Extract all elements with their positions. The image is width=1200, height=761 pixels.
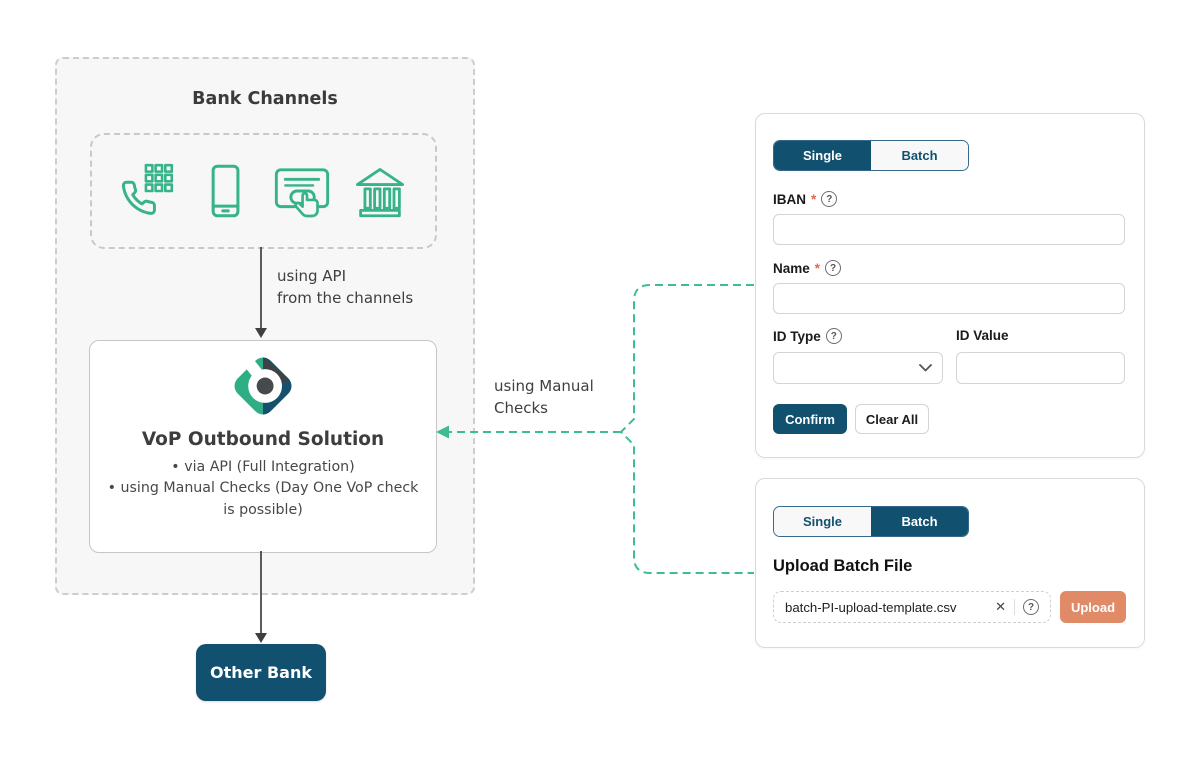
file-help-icon[interactable]: ? [1023,599,1039,615]
vop-logo-icon [90,348,436,428]
iban-input[interactable] [773,214,1125,245]
vop-outbound-card: VoP Outbound Solution via API (Full Inte… [89,340,437,553]
upload-batch-file-heading: Upload Batch File [773,557,913,575]
vop-bullet-2: using Manual Checks (Day One VoP check i… [104,478,422,521]
tab-single[interactable]: Single [774,141,871,170]
vop-bullet-list: via API (Full Integration) using Manual … [90,457,436,521]
tab-batch[interactable]: Batch [871,141,968,170]
required-asterisk: * [811,191,817,207]
using-manual-checks-label: using Manual Checks [494,377,594,417]
upload-button[interactable]: Upload [1060,591,1126,623]
other-bank-node: Other Bank [196,644,326,701]
bank-channels-container: Bank Channels [55,57,475,595]
required-asterisk: * [814,260,821,276]
chevron-down-icon [919,364,932,372]
name-input[interactable] [773,283,1125,314]
single-check-panel: Single Batch IBAN * ? Name * ? ID Type ?… [755,113,1145,458]
vop-title: VoP Outbound Solution [141,429,385,450]
other-bank-label: Other Bank [210,663,312,682]
single-panel-tabs: Single Batch [773,140,969,171]
phone-keypad-icon [118,162,176,220]
id-value-label-row: ID Value [956,328,1009,343]
bank-channels-title: Bank Channels [192,89,338,109]
divider [1014,599,1015,615]
id-type-label-row: ID Type ? [773,328,842,344]
id-value-input[interactable] [956,352,1125,384]
using-api-label: using API from the channels [277,267,414,307]
batch-file-field[interactable]: batch-PI-upload-template.csv ✕ ? [773,591,1051,623]
id-type-label: ID Type [773,328,821,344]
clear-file-icon[interactable]: ✕ [995,599,1006,614]
card-tap-icon [273,162,331,220]
iban-label-row: IBAN * ? [773,191,838,207]
tab-single[interactable]: Single [774,507,871,536]
id-type-help-icon[interactable]: ? [825,328,842,344]
name-label: Name [773,260,810,276]
tab-batch[interactable]: Batch [871,507,968,536]
batch-upload-panel: Single Batch Upload Batch File batch-PI-… [755,478,1145,648]
channel-icons-box [90,133,437,249]
id-value-label: ID Value [956,328,1009,343]
bank-building-icon [351,162,409,220]
name-help-icon[interactable]: ? [825,260,842,276]
vop-bullet-1: via API (Full Integration) [104,457,422,478]
name-label-row: Name * ? [773,260,842,276]
id-type-select[interactable] [773,352,943,384]
iban-label: IBAN [773,191,806,207]
confirm-button[interactable]: Confirm [773,404,847,434]
smartphone-icon [196,162,254,220]
batch-panel-tabs: Single Batch [773,506,969,537]
batch-file-name: batch-PI-upload-template.csv [785,599,957,615]
iban-help-icon[interactable]: ? [821,191,838,207]
clear-all-button[interactable]: Clear All [855,404,929,434]
